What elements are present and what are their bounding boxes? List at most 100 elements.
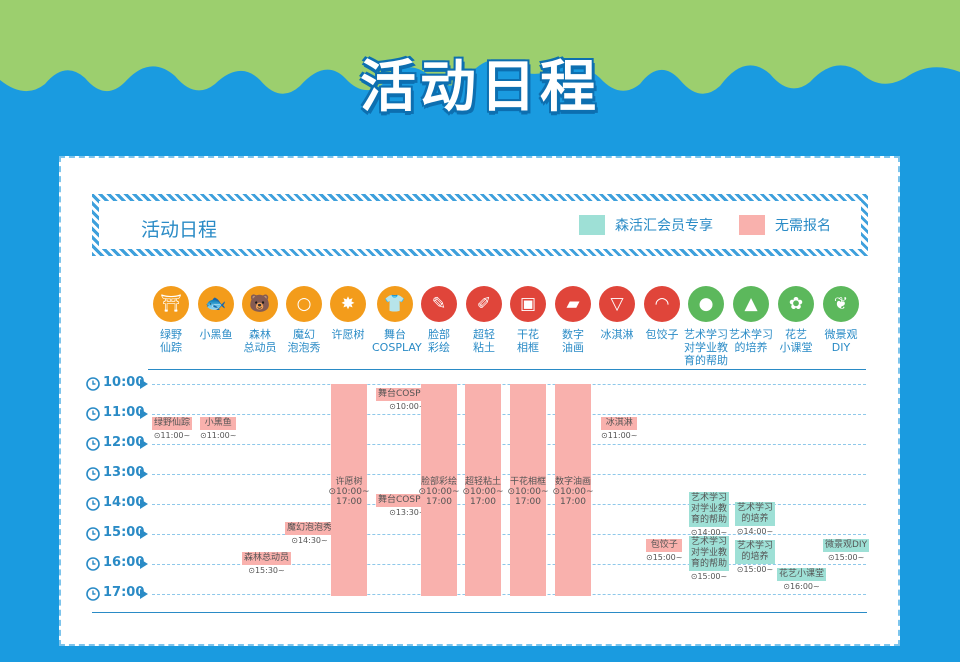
plant-icon: ❦ [823, 286, 859, 322]
header-title: 活动日程 [141, 219, 218, 241]
legend-member: 森活汇会员专享 [579, 215, 713, 235]
arrow-icon [140, 499, 148, 509]
category-label: 艺术学习 的培养 [729, 328, 773, 354]
event-start: 14:30~ [297, 536, 328, 545]
event-start: 15:00~ [743, 565, 774, 574]
bubbles-icon: ○ [286, 286, 322, 322]
event-block-fullday: 干花相框⊙10:00~17:00 [507, 384, 549, 596]
category-label: 小黑鱼 [199, 328, 233, 341]
category-item: ❦ 微景观 DIY [818, 286, 864, 354]
event-name: 艺术学习 的培养 [735, 540, 776, 564]
event-start: 10:00~ [560, 486, 594, 497]
event-name: 超轻粘土 [465, 476, 502, 487]
event-block: 魔幻泡泡秀⊙14:30~ [285, 522, 335, 545]
time-gridline [152, 444, 866, 445]
event-name: 森林总动员 [242, 552, 292, 565]
event-start: 15:00~ [834, 553, 865, 562]
event-block: 艺术学习 的培养⊙14:00~ [735, 502, 776, 536]
event-block: 艺术学习 对学业教 育的帮助⊙15:00~ [689, 536, 730, 581]
category-label: 干花 相框 [517, 328, 539, 354]
event-name: 许愿树 [335, 476, 363, 487]
time-gridline [152, 414, 866, 415]
event-block: 绿野仙踪⊙11:00~ [152, 417, 193, 440]
category-label: 艺术学习 对学业教 育的帮助 [684, 328, 728, 367]
category-label: 包饺子 [645, 328, 679, 341]
category-item: ✸许愿树 [325, 286, 371, 341]
legend-member-label: 森活汇会员专享 [615, 218, 713, 234]
event-end: 17:00 [336, 496, 362, 507]
event-block: 艺术学习 对学业教 育的帮助⊙14:00~ [689, 492, 730, 537]
category-label: 微景观 DIY [824, 328, 858, 354]
category-item: 🐟 小黑鱼 [193, 286, 239, 341]
event-block: 小黑鱼⊙11:00~ [200, 417, 237, 440]
event-block: 花艺小课堂⊙16:00~ [777, 568, 827, 591]
divider-top [148, 369, 866, 370]
arrow-icon [140, 469, 148, 479]
category-item: 👕舞台 COSPLAY [372, 286, 422, 354]
event-start: 13:30~ [395, 508, 426, 517]
paint-tube-icon: ▰ [555, 286, 591, 322]
event-start: 11:00~ [160, 431, 191, 440]
clock-icon [86, 437, 100, 451]
time-label: 13:00 [103, 465, 145, 480]
event-name: 数字油画 [555, 476, 592, 487]
event-name: 小黑鱼 [200, 417, 237, 430]
event-name: 魔幻泡泡秀 [285, 522, 335, 535]
time-label: 15:00 [103, 525, 145, 540]
event-name: 花艺小课堂 [777, 568, 827, 581]
event-block: 艺术学习 的培养⊙15:00~ [735, 540, 776, 574]
category-item: ✐超轻 粘土 [461, 286, 507, 354]
legend-no-signup: 无需报名 [739, 215, 831, 235]
event-end: 17:00 [470, 496, 496, 507]
time-label: 17:00 [103, 585, 145, 600]
event-time: ⊙16:00~ [783, 582, 820, 591]
event-block: 包饺子⊙15:00~ [646, 539, 683, 562]
time-row: 11:00 [86, 405, 866, 426]
event-time: ⊙13:30~ [389, 508, 426, 517]
category-label: 魔幻 泡泡秀 [287, 328, 321, 354]
event-block-fullday: 脸部彩绘⊙10:00~17:00 [418, 384, 460, 596]
event-time: ⊙11:00~ [153, 431, 191, 440]
fish-icon: 🐟 [198, 286, 234, 322]
event-start: 10:00~ [426, 486, 460, 497]
time-gridline [152, 504, 866, 505]
event-block: 微景观DIY⊙15:00~ [823, 539, 870, 562]
legend-member-swatch [579, 215, 605, 235]
brush-icon: ✐ [466, 286, 502, 322]
event-block-fullday: 数字油画⊙10:00~17:00 [552, 384, 594, 596]
event-name: 脸部彩绘 [421, 476, 458, 487]
arrow-icon [140, 559, 148, 569]
clock-icon [86, 377, 100, 391]
event-start: 10:00~ [395, 402, 426, 411]
clock-icon [86, 497, 100, 511]
category-item: ▽冰淇淋 [594, 286, 640, 341]
event-time: ⊙15:00~ [827, 553, 865, 562]
time-gridline [152, 564, 866, 565]
graduation-cap-icon: ▲ [733, 286, 769, 322]
category-item: ▣干花 相框 [505, 286, 551, 354]
category-item: ○ 魔幻 泡泡秀 [281, 286, 327, 354]
sparkle-icon: ✸ [330, 286, 366, 322]
arrow-icon [140, 529, 148, 539]
event-time: ⊙14:00~ [690, 528, 728, 537]
category-label: 舞台 COSPLAY [372, 328, 422, 354]
schedule-header: 活动日程 森活汇会员专享 无需报名 [92, 194, 868, 256]
event-time: ⊙10:00~ [507, 486, 549, 497]
time-label: 16:00 [103, 555, 145, 570]
pencil-icon: ✎ [421, 286, 457, 322]
event-end: 17:00 [515, 496, 541, 507]
time-gridline [152, 384, 866, 385]
category-label: 冰淇淋 [600, 328, 634, 341]
event-time: ⊙10:00~ [462, 486, 504, 497]
bear-icon: 🐻 [242, 286, 278, 322]
arrow-icon [140, 589, 148, 599]
clock-icon [86, 527, 100, 541]
event-start: 14:00~ [743, 527, 774, 536]
time-row: 10:00 [86, 375, 866, 396]
event-time: ⊙15:00~ [690, 572, 728, 581]
clock-icon [86, 407, 100, 421]
event-start: 10:00~ [470, 486, 504, 497]
time-gridline [152, 594, 866, 595]
arrow-icon [140, 409, 148, 419]
event-time: ⊙10:00~ [552, 486, 594, 497]
